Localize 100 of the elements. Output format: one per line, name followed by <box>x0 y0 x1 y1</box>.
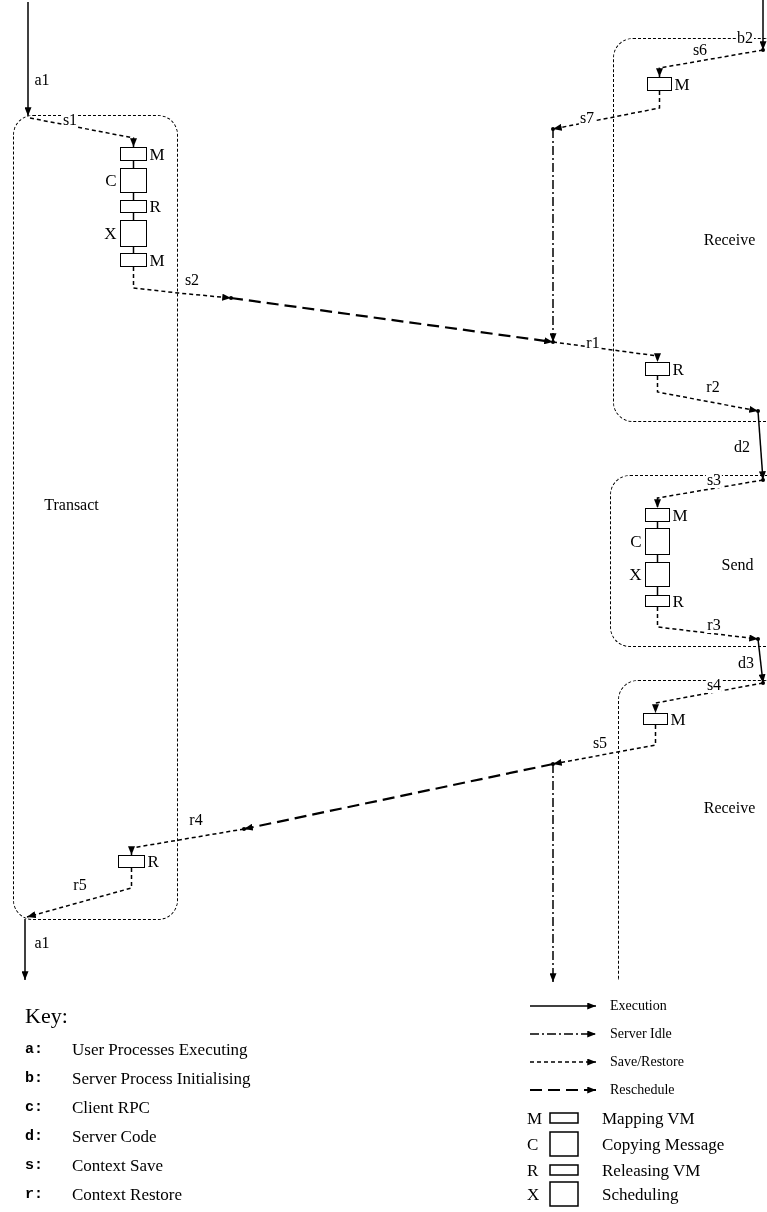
key-description: Server Process Initialising <box>72 1069 251 1087</box>
arrow <box>552 341 661 363</box>
key-letter: a: <box>25 1041 43 1057</box>
junction-point <box>755 636 760 641</box>
operation-block <box>644 507 670 522</box>
edge-label: d3 <box>737 655 755 671</box>
arrow <box>552 724 657 766</box>
key-letter: d: <box>25 1128 43 1144</box>
operation-block <box>119 252 147 267</box>
block-letter: R <box>147 852 159 870</box>
region-label: Receive <box>703 799 756 816</box>
block-letter: R <box>149 197 161 215</box>
edge-label: s3 <box>705 472 723 488</box>
arrow <box>549 128 557 343</box>
operation-block <box>644 527 670 555</box>
arrow <box>652 682 764 714</box>
junction-point <box>755 408 760 413</box>
block-letter: R <box>672 592 684 609</box>
arrow <box>230 296 554 345</box>
legend-letter: R <box>527 1161 539 1179</box>
block-letter: X <box>629 565 642 583</box>
block-letter: X <box>104 224 117 242</box>
edge-label: s6 <box>691 42 709 58</box>
key-description: Context Save <box>72 1156 164 1174</box>
operation-block <box>119 146 147 161</box>
junction-point <box>242 827 246 831</box>
process-region <box>13 115 178 920</box>
arrow <box>656 49 764 78</box>
key-description: Client RPC <box>72 1098 150 1116</box>
edge-label: r4 <box>188 812 204 828</box>
edge-label: r1 <box>585 335 601 351</box>
block-letter: M <box>672 506 688 523</box>
block-letter: M <box>670 710 686 727</box>
operation-block <box>119 199 147 213</box>
legend-text: Mapping VM <box>602 1109 695 1127</box>
arrow <box>21 918 29 981</box>
legend-text: Save/Restore <box>610 1055 684 1069</box>
legend-text: Scheduling <box>602 1185 679 1203</box>
edge-label: s1 <box>61 112 79 128</box>
edge-label: b2 <box>736 30 754 46</box>
operation-block <box>644 561 670 587</box>
block-letter: C <box>105 171 117 189</box>
key-letter: s: <box>25 1157 43 1173</box>
arrow <box>26 867 133 919</box>
arrow <box>552 90 661 131</box>
key-description: User Processes Executing <box>72 1040 248 1058</box>
key-letter: c: <box>25 1099 43 1115</box>
operation-block <box>117 854 145 868</box>
arrow <box>29 117 137 148</box>
edge-label: d2 <box>733 439 751 455</box>
edge-label: a1 <box>33 935 51 951</box>
legend-text: Reschedule <box>610 1083 675 1097</box>
key-title: Key: <box>25 1005 68 1027</box>
legend-text: Server Idle <box>610 1027 672 1041</box>
edge-label: r2 <box>705 379 721 395</box>
edge-label: s2 <box>183 272 201 288</box>
junction-point <box>551 127 555 131</box>
key-description: Context Restore <box>72 1185 182 1203</box>
junction-point <box>760 477 765 482</box>
region-label: Receive <box>703 231 756 248</box>
arrow <box>656 375 759 413</box>
edge-label: s7 <box>578 110 596 126</box>
operation-block <box>646 76 672 91</box>
block-letter: M <box>674 75 690 92</box>
block-letter: M <box>149 145 165 162</box>
junction-point <box>229 296 233 300</box>
edge-label: r3 <box>706 617 722 633</box>
legend-text: Execution <box>610 999 667 1013</box>
block-letter: C <box>630 532 642 550</box>
legend-text: Releasing VM <box>602 1161 701 1179</box>
edge-label: s4 <box>705 677 723 693</box>
edge-label: a1 <box>33 72 51 88</box>
key-description: Server Code <box>72 1127 157 1145</box>
operation-block <box>119 167 147 193</box>
arrow <box>759 0 767 51</box>
legend-letter: M <box>527 1109 543 1127</box>
operation-block <box>119 219 147 247</box>
operation-block <box>644 361 670 376</box>
block-letter: R <box>672 360 684 377</box>
operation-block <box>644 594 670 607</box>
arrow <box>656 606 759 642</box>
arrow <box>243 762 554 831</box>
key-letter: b: <box>25 1070 43 1086</box>
junction-point <box>760 47 765 52</box>
operation-block <box>642 712 668 725</box>
arrow <box>654 479 764 509</box>
edge-label: s5 <box>591 735 609 751</box>
key-letter: r: <box>25 1186 43 1202</box>
junction-point <box>760 680 765 685</box>
arrow <box>757 410 766 481</box>
legend-text: Copying Message <box>602 1135 725 1153</box>
junction-point <box>551 762 555 766</box>
junction-point <box>551 340 555 344</box>
arrow <box>24 1 32 117</box>
region-label: Send <box>721 556 754 573</box>
legend-letter: X <box>527 1185 540 1203</box>
arrow <box>549 763 557 983</box>
arrow <box>128 828 245 856</box>
region-label: Transact <box>44 496 99 513</box>
block-letter: M <box>149 251 165 268</box>
